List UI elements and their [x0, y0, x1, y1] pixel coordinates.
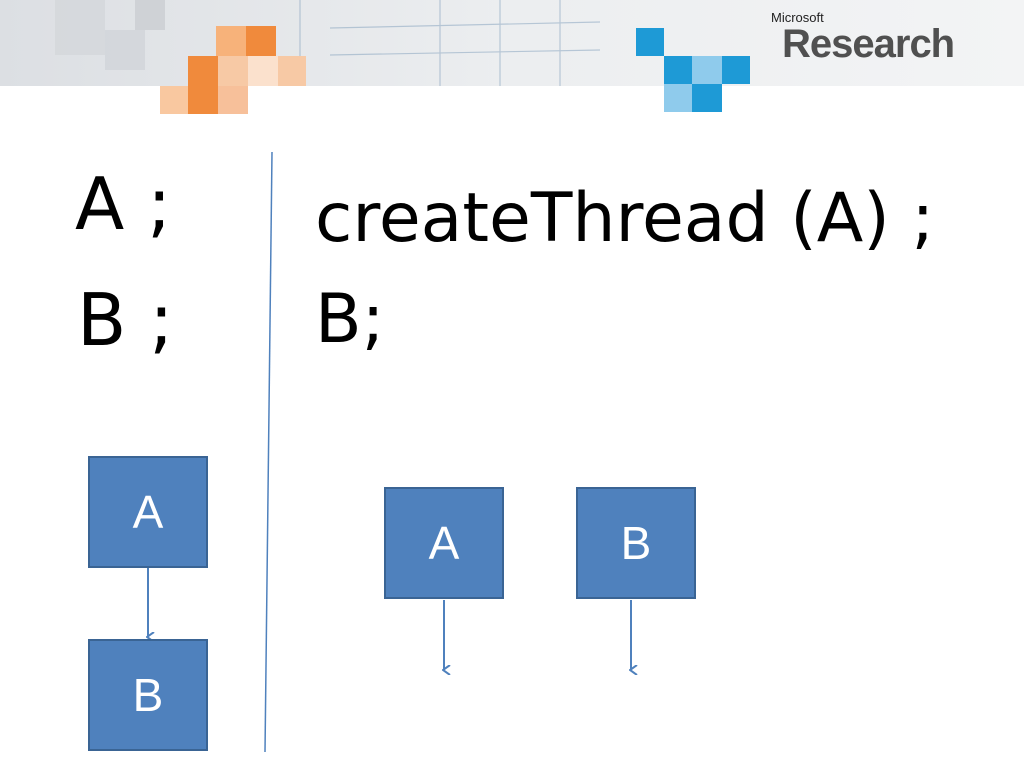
concurrent-node-b: B [576, 487, 696, 599]
orange-tiles [160, 26, 306, 114]
sequential-code-line-2: B ; [77, 278, 174, 362]
header-banner [0, 0, 1024, 114]
concurrent-node-a: A [384, 487, 504, 599]
sequential-node-a: A [88, 456, 208, 568]
concurrent-code-line-2: B; [315, 280, 385, 359]
brand-microsoft: Microsoft [771, 10, 824, 25]
concurrent-code-line-1: createThread (A) ; [315, 179, 935, 258]
sequential-code-line-1: A ; [75, 162, 172, 246]
brand-research: Research [782, 22, 955, 66]
sequential-node-b: B [88, 639, 208, 751]
blue-tiles [636, 28, 750, 112]
